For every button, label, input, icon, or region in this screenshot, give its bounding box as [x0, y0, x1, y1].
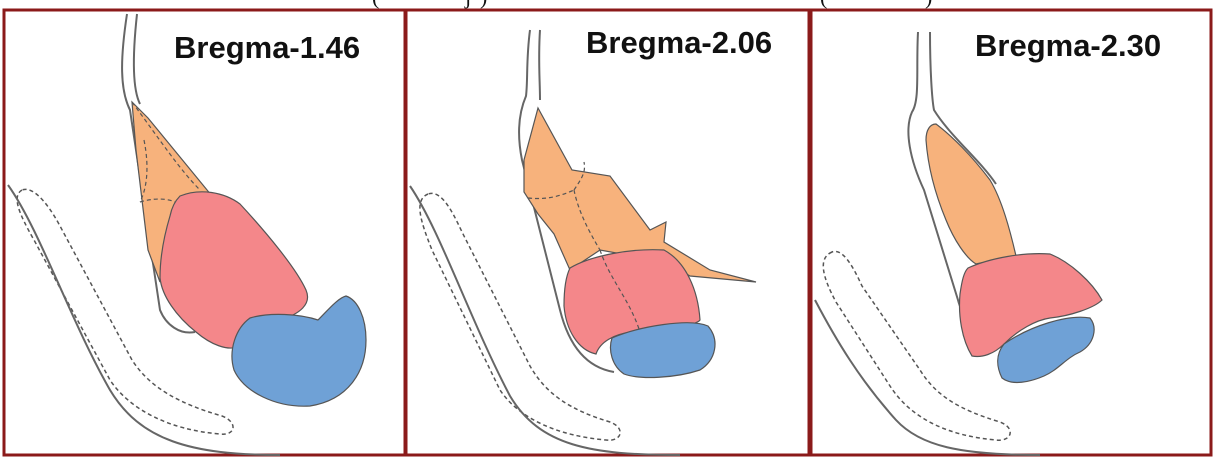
midline-wall-inner [539, 30, 540, 100]
panel-title: Bregma-2.30 [975, 28, 1161, 63]
header-glyph-5: ) [925, 0, 932, 9]
panel-bregma-1-46: Bregma-1.46 [4, 10, 405, 455]
header-glyph-1: ( [372, 0, 379, 9]
header-glyph-2: j [464, 0, 471, 9]
header-glyph-3: ) [480, 0, 487, 9]
panel-title: Bregma-1.46 [174, 30, 360, 65]
panel-bregma-2-06: Bregma-2.06 [406, 10, 809, 455]
header-glyph-4: ( [820, 0, 827, 9]
cropped-header: ( j ) ( ) [372, 0, 932, 9]
panel-bregma-2-30: Bregma-2.30 [811, 10, 1211, 455]
panel-title: Bregma-2.06 [586, 25, 772, 60]
